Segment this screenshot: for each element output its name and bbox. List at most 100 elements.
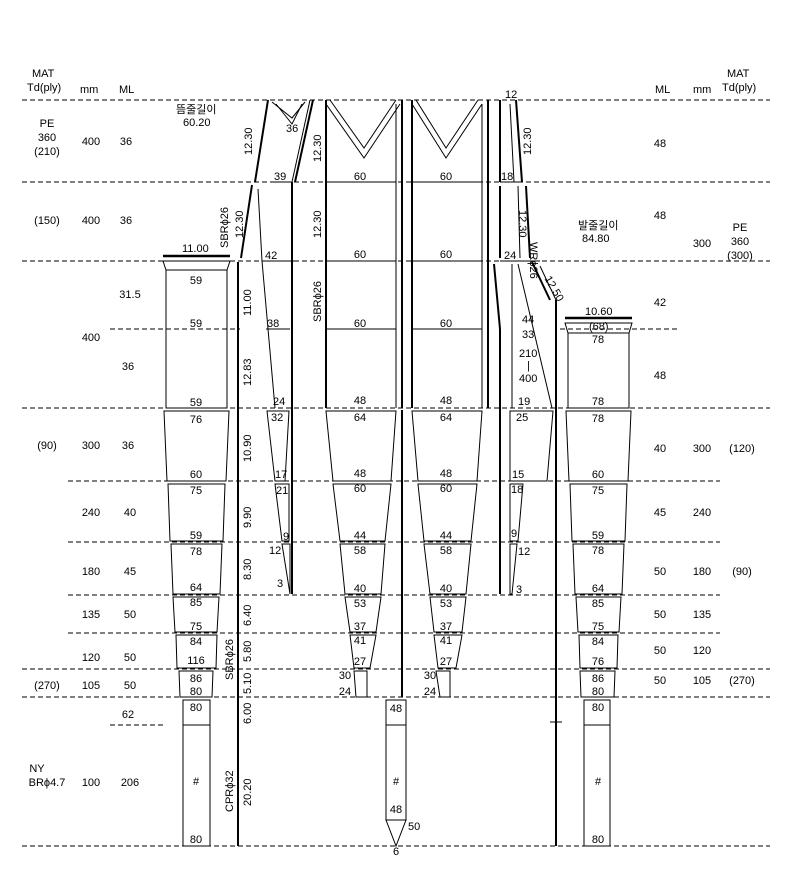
right-ml: 48	[653, 210, 667, 222]
left-mm: 120	[81, 652, 101, 664]
center1-value: 60	[353, 171, 367, 183]
left-td: (150)	[34, 215, 60, 227]
bosom-right-value: 80	[591, 686, 605, 698]
center-net-2	[411, 99, 489, 698]
center1-value: 40	[353, 583, 367, 595]
center1-value: 44	[353, 530, 367, 542]
left-ml: 36	[121, 361, 135, 373]
left-td: (90)	[37, 440, 57, 452]
bosom-right-value: 78	[591, 396, 605, 408]
header-ml-left: ML	[119, 84, 135, 96]
bosom-left-value: 84	[189, 636, 203, 648]
codend-value: 50	[408, 821, 421, 833]
center2-value: 60	[439, 249, 453, 261]
center2-value: 37	[439, 621, 453, 633]
center2-value: 58	[439, 545, 453, 557]
center1-value: 41	[353, 635, 367, 647]
center-net-1	[325, 99, 403, 698]
right-td: (90)	[732, 566, 752, 578]
bosom-left-value: 86	[189, 673, 203, 685]
wing-right-value: 33	[522, 329, 535, 341]
label-5-10: 5.10	[242, 672, 254, 694]
right-td: (270)	[729, 675, 755, 687]
wing-left-value: 36	[286, 123, 299, 135]
wing-right-value: 44	[522, 314, 535, 326]
header-mat-right: MAT	[727, 68, 750, 80]
wing-left-value: 38	[267, 318, 280, 330]
center1-value: 60	[353, 318, 367, 330]
right-mat: PE	[732, 222, 748, 234]
bosom-right-value: 80	[591, 702, 605, 714]
right-td: (120)	[729, 443, 755, 455]
center2-value: 24	[423, 686, 437, 698]
right-ml: 40	[653, 443, 667, 455]
center1-value: 24	[338, 686, 352, 698]
bosom-left-value: 76	[189, 414, 203, 426]
wing-right-value: 24	[504, 250, 517, 262]
center2-value: 64	[439, 412, 453, 424]
wing-right-value: 210	[519, 348, 538, 360]
bosom-right-value: 76	[591, 656, 605, 668]
center1-value: 48	[353, 468, 367, 480]
wing-right-value: 3	[516, 584, 523, 596]
bosom-right-value: 85	[591, 598, 605, 610]
label-8-30: 8.30	[242, 558, 254, 580]
bosom-right-value: 64	[591, 583, 605, 595]
sinker-rope-label: 발줄길이	[578, 220, 619, 232]
right-mm: 180	[692, 566, 712, 578]
sinker-rope-value: 84.80	[582, 233, 610, 245]
bosom-left-value: 80	[189, 834, 203, 846]
wing-left-value: 9	[283, 531, 290, 543]
bosom-left-value: 80	[189, 686, 203, 698]
bosom-width-left: 11.00	[182, 243, 209, 255]
center2-value: 27	[439, 656, 453, 668]
label-sbr26-b: SBRϕ26	[312, 280, 324, 322]
wing-left-value: 21	[276, 485, 289, 497]
left-mat: PE	[39, 118, 55, 130]
bosom-right-value: 86	[591, 673, 605, 685]
right-bosom-panel	[564, 316, 633, 847]
codend-value: 6	[392, 846, 400, 858]
label-20-20: 20.20	[242, 778, 254, 806]
center1-value: 27	[353, 656, 367, 668]
label-6-00: 6.00	[242, 702, 254, 724]
right-td: (300)	[727, 250, 753, 262]
label-12-30-d: 12.30	[312, 210, 324, 238]
header-ml-right: ML	[655, 84, 671, 96]
bosom-left-value: 116	[187, 655, 205, 667]
header-mat-left: MAT	[32, 68, 55, 80]
left-ml: 206	[120, 777, 140, 789]
left-mm: 100	[81, 777, 101, 789]
wing-right-value: 19	[518, 396, 531, 408]
right-ml: 50	[653, 609, 667, 621]
bosom-left-value: 64	[189, 582, 203, 594]
codend	[385, 699, 407, 848]
left-mat: BRϕ4.7	[28, 777, 66, 789]
right-ml: 48	[653, 370, 667, 382]
center2-value: 30	[423, 670, 437, 682]
right-wing	[493, 99, 562, 846]
wing-left-value: 42	[265, 250, 278, 262]
center1-value: 60	[353, 249, 367, 261]
right-mm: 300	[692, 443, 712, 455]
codend-value: #	[392, 776, 400, 788]
bosom-right-value: 75	[591, 485, 605, 497]
left-td: (270)	[34, 680, 60, 692]
center1-value: 37	[353, 621, 367, 633]
label-6-40: 6.40	[242, 604, 254, 626]
left-td: (210)	[34, 146, 60, 158]
left-mm: 105	[81, 680, 101, 692]
center1-value: 64	[353, 412, 367, 424]
bosom-mesh-right: (68)	[589, 321, 609, 333]
right-ml: 50	[653, 645, 667, 657]
center1-value: 48	[353, 395, 367, 407]
bosom-left-value: 59	[189, 318, 203, 330]
right-ml: 42	[653, 297, 667, 309]
label-12-30-e: 12.30	[522, 127, 534, 155]
left-mm: 400	[81, 215, 101, 227]
bosom-left-value: 60	[189, 469, 203, 481]
right-mm: 240	[692, 507, 712, 519]
left-mm: 400	[81, 136, 101, 148]
left-ml: 62	[121, 709, 135, 721]
